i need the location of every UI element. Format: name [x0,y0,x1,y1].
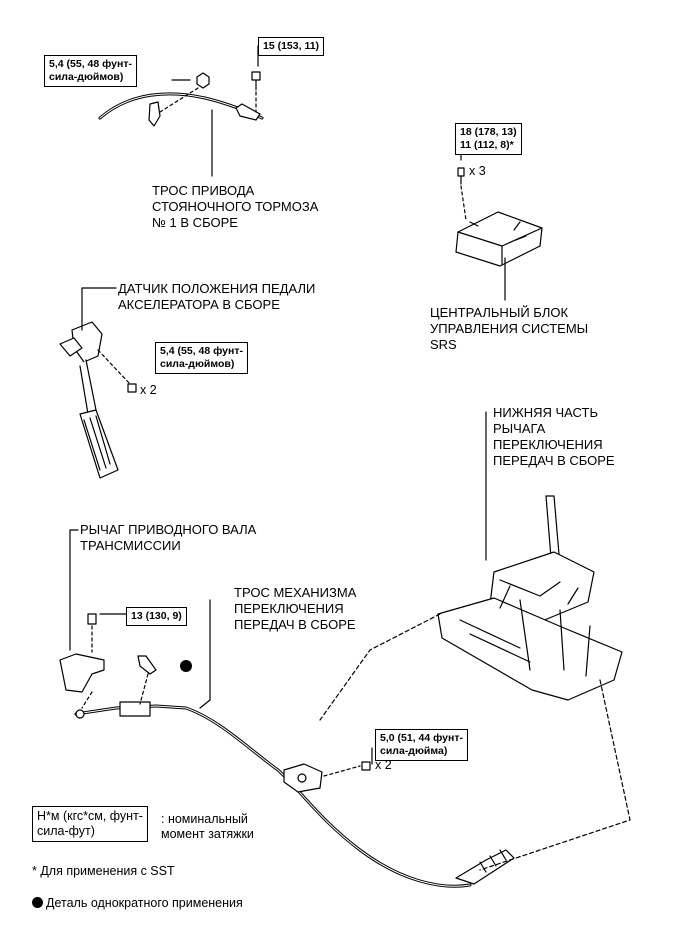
text-line: АКСЕЛЕРАТОРА В СБОРЕ [118,297,280,312]
torque-box-parking-bolt: 15 (153, 11) [258,37,325,56]
text-line: ПЕРЕКЛЮЧЕНИЯ [493,437,603,452]
torque-box-pedal-sensor: 5,4 (55, 48 фунт- сила-дюймов) [155,342,248,374]
torque-box-transmission-nut: 13 (130, 9) [126,607,187,626]
srs-unit [455,137,543,301]
text-line: Н*м (кгс*см, фунт- [37,809,143,823]
text-line: ТРАНСМИССИИ [80,538,181,553]
text-line: 18 (178, 13) [460,126,517,138]
label-shift-lever-assembly: НИЖНЯЯ ЧАСТЬ РЫЧАГА ПЕРЕКЛЮЧЕНИЯ ПЕРЕДАЧ… [493,405,615,469]
multiplier-pedal-bolts: x 2 [140,383,157,397]
label-accelerator-pedal-sensor: ДАТЧИК ПОЛОЖЕНИЯ ПЕДАЛИ АКСЕЛЕРАТОРА В С… [118,281,315,313]
label-srs-unit: ЦЕНТРАЛЬНЫЙ БЛОК УПРАВЛЕНИЯ СИСТЕМЫ SRS [430,305,588,353]
legend-sst-note: * Для применения с SST [32,864,175,878]
text-line: ТРОС ПРИВОДА [152,183,255,198]
text-line: сила-дюймов) [160,358,235,370]
legend-single-use-text: Деталь однократного применения [46,896,243,910]
text-line: № 1 В СБОРЕ [152,215,238,230]
text-line: 5,0 (51, 44 фунт- [380,732,463,744]
shift-cable [74,599,631,888]
label-transmission-lever: РЫЧАГ ПРИВОДНОГО ВАЛА ТРАНСМИССИИ [80,522,256,554]
text-line: ПЕРЕДАЧ В СБОРЕ [493,453,615,468]
text-line: ДАТЧИК ПОЛОЖЕНИЯ ПЕДАЛИ [118,281,316,296]
single-use-part-dot [180,660,192,672]
shift-lever-assembly [437,411,623,701]
text-line: ПЕРЕКЛЮЧЕНИЯ [234,601,344,616]
multiplier-srs-bolts: x 3 [469,164,486,178]
text-line: 15 (153, 11) [263,40,320,52]
text-line: НИЖНЯЯ ЧАСТЬ [493,405,598,420]
text-line: момент затяжки [161,827,254,841]
legend-unit-description: : номинальный момент затяжки [161,812,254,842]
torque-box-parking-bracket: 5,4 (55, 48 фунт- сила-дюймов) [44,55,137,87]
text-line: 5,4 (55, 48 фунт- [49,58,132,70]
parking-brake-cable [98,45,264,177]
text-line: : номинальный [161,812,248,826]
transmission-lever [59,529,157,693]
text-line: УПРАВЛЕНИЯ СИСТЕМЫ [430,321,589,336]
text-line: ПЕРЕДАЧ В СБОРЕ [234,617,356,632]
torque-box-srs-unit: 18 (178, 13) 11 (112, 8)* [455,123,522,155]
multiplier-shift-cable-bolts: x 2 [375,758,392,772]
accelerator-pedal [59,287,137,479]
text-line: сила-дюйма) [380,745,448,757]
text-line: ЦЕНТРАЛЬНЫЙ БЛОК [430,305,569,320]
text-line: 5,4 (55, 48 фунт- [160,345,243,357]
text-line: ТРОС МЕХАНИЗМА [234,585,357,600]
text-line: РЫЧАГ ПРИВОДНОГО ВАЛА [80,522,257,537]
text-line: СТОЯНОЧНОГО ТОРМОЗА [152,199,319,214]
legend-single-use: Деталь однократного применения [32,896,243,911]
single-use-dot-icon [32,897,43,908]
torque-box-shift-cable-bolts: 5,0 (51, 44 фунт- сила-дюйма) [375,729,468,761]
text-line: сила-фут) [37,824,95,838]
text-line: сила-дюймов) [49,71,124,83]
text-line: РЫЧАГА [493,421,546,436]
text-line: 11 (112, 8)* [460,139,514,151]
legend-unit-box: Н*м (кгс*см, фунт- сила-фут) [32,806,148,842]
label-shift-cable: ТРОС МЕХАНИЗМА ПЕРЕКЛЮЧЕНИЯ ПЕРЕДАЧ В СБ… [234,585,356,633]
text-line: 13 (130, 9) [131,610,182,622]
text-line: SRS [430,337,457,352]
label-parking-brake-cable: ТРОС ПРИВОДА СТОЯНОЧНОГО ТОРМОЗА № 1 В С… [152,183,318,231]
